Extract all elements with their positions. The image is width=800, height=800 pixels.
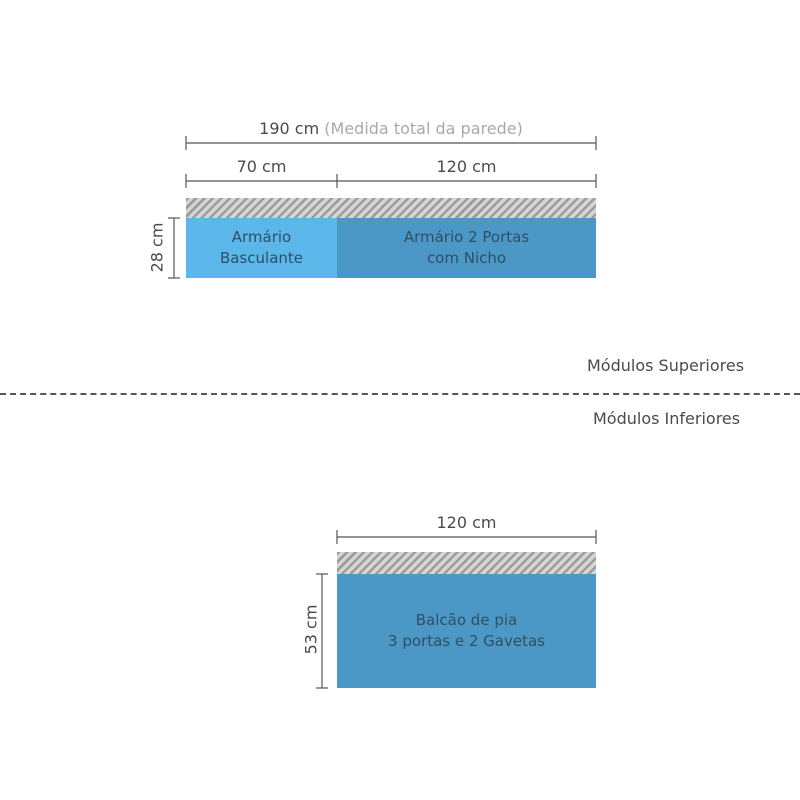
module-armario-2-portas-line1: Armário 2 Portas [403,228,530,246]
width-120-label: 120 cm [436,157,497,176]
lower-height-label: 53 cm [301,604,321,655]
upper-widths-dimension-line [185,174,597,188]
module-armario-basculante-line2: Basculante [219,249,304,267]
module-balcao-line2: 3 portas e 2 Gavetas [388,632,545,650]
upper-countertop-hatch [186,198,596,218]
section-divider [0,393,800,395]
section-label-upper: Módulos Superiores [587,356,745,375]
width-70-label: 70 cm [236,157,287,176]
section-label-lower: Módulos Inferiores [593,409,741,428]
module-armario-2-portas: Armário 2 Portas com Nicho [337,218,596,278]
total-width-note: (Medida total da parede) [324,119,523,138]
module-armario-basculante-line1: Armário [231,228,292,246]
total-width-label: 190 cm (Medida total da parede) [186,119,596,138]
lower-width-dimension-line [336,530,597,544]
total-width-value: 190 cm [259,119,320,138]
upper-height-dimension-line [168,217,180,279]
upper-height-label: 28 cm [147,222,167,273]
lower-height-dimension-line [316,573,328,689]
module-balcao-line1: Balcão de pia [415,611,518,629]
lower-width-label: 120 cm [436,513,497,532]
module-armario-basculante: Armário Basculante [186,218,337,278]
module-armario-2-portas-line2: com Nicho [426,249,507,267]
lower-countertop-hatch [337,552,596,574]
total-width-dimension-line [185,136,597,150]
module-balcao-de-pia: Balcão de pia 3 portas e 2 Gavetas [337,574,596,688]
